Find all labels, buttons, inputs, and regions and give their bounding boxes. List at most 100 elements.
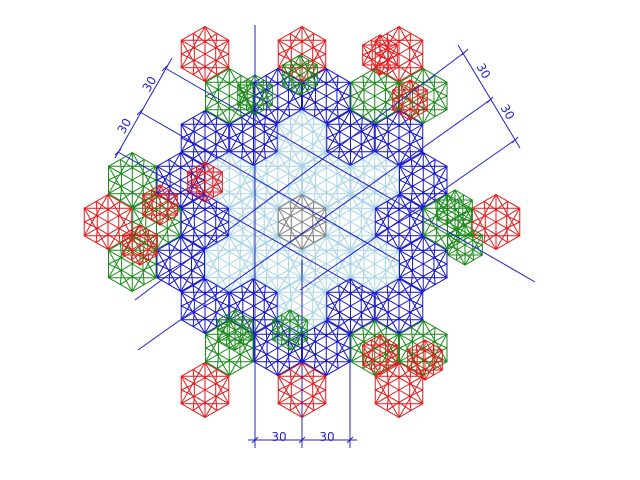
hex-star-a xyxy=(180,123,230,167)
hex-connector xyxy=(204,65,218,75)
hex-connector xyxy=(307,74,318,80)
hex-star-b xyxy=(281,53,319,86)
hex-connector xyxy=(166,221,181,229)
hex-connector xyxy=(180,275,193,285)
hex-connector xyxy=(433,257,448,265)
hex-star-a xyxy=(180,291,230,335)
hex-connector xyxy=(386,149,400,159)
hex-connector xyxy=(215,53,229,61)
hex-connector xyxy=(253,347,268,355)
hex-connector xyxy=(192,144,195,159)
hex-connector xyxy=(131,275,145,285)
hex-connector xyxy=(265,159,268,174)
hex-connector xyxy=(314,243,327,253)
hex-star-b xyxy=(374,193,424,237)
hex-connector xyxy=(215,312,218,327)
hex-connector xyxy=(142,270,145,285)
hex-connector xyxy=(302,263,316,271)
hex-connector xyxy=(386,396,389,411)
hex-connector xyxy=(387,339,390,351)
hex-connector xyxy=(464,229,474,237)
hex-connector xyxy=(287,243,291,258)
blue-hex-tile xyxy=(325,109,376,167)
hex-connector xyxy=(433,243,436,258)
hex-star-a xyxy=(301,81,351,125)
hex-connector xyxy=(167,204,178,210)
hex-connector xyxy=(371,363,381,371)
hex-connector xyxy=(289,33,303,43)
hex-connector xyxy=(472,249,475,261)
hex-connector xyxy=(409,137,423,145)
hex-connector xyxy=(120,191,133,201)
hex-connector xyxy=(289,285,303,295)
hex-connector xyxy=(241,201,254,211)
hex-connector xyxy=(350,149,363,159)
hex-connector xyxy=(156,201,169,211)
green-hex-tile xyxy=(350,67,400,125)
hex-connector xyxy=(118,221,132,229)
hex-star-b xyxy=(180,25,230,69)
hex-connector xyxy=(192,369,206,379)
hex-connector xyxy=(483,233,497,243)
hex-connector xyxy=(307,79,310,91)
hex-connector xyxy=(312,369,315,384)
hex-connector xyxy=(288,95,302,103)
hex-connector xyxy=(118,201,121,216)
hex-connector xyxy=(95,201,109,211)
hex-connector xyxy=(360,305,375,313)
hex-connector xyxy=(301,149,315,159)
hex-connector xyxy=(362,75,376,85)
hex-connector xyxy=(215,33,218,48)
hex-star-a xyxy=(121,234,159,266)
hex-connector xyxy=(84,215,98,223)
hex-connector xyxy=(291,59,301,67)
hex-connector xyxy=(435,201,438,216)
hex-connector xyxy=(483,228,486,243)
hex-connector xyxy=(375,221,389,229)
hex-connector xyxy=(409,33,412,48)
hex-connector xyxy=(312,215,326,223)
hex-connector xyxy=(338,228,341,243)
hex-connector xyxy=(205,341,219,349)
hex-connector xyxy=(313,270,317,285)
hex-connector xyxy=(289,285,292,300)
hex-connector xyxy=(272,329,283,335)
hex-star-b xyxy=(180,193,230,237)
hex-star-a xyxy=(391,89,429,122)
hex-connector xyxy=(422,159,436,169)
hex-connector xyxy=(379,363,389,371)
hex-connector xyxy=(338,149,351,159)
hex-connector xyxy=(312,131,326,139)
hex-connector xyxy=(313,354,317,369)
hex-connector xyxy=(336,354,339,369)
hex-connector xyxy=(446,194,456,202)
hex-connector xyxy=(192,369,195,384)
hex-connector xyxy=(265,107,279,117)
hex-connector xyxy=(370,359,373,371)
hex-star-b xyxy=(398,151,448,195)
hex-connector xyxy=(301,201,315,211)
hex-connector xyxy=(180,191,193,201)
hex-connector xyxy=(302,347,316,355)
hex-connector xyxy=(130,249,133,261)
hex-connector xyxy=(336,102,339,117)
hex-connector xyxy=(386,33,400,43)
hex-connector xyxy=(386,228,389,243)
hex-connector xyxy=(239,179,254,187)
hex-connector xyxy=(417,99,428,105)
hex-connector xyxy=(204,117,218,127)
hex-connector xyxy=(215,131,229,139)
hex-star-b xyxy=(156,151,206,195)
red-hex-tile xyxy=(406,338,444,382)
hex-connector xyxy=(204,190,214,198)
hex-connector xyxy=(291,83,301,91)
hex-connector xyxy=(167,209,170,221)
hex-connector xyxy=(278,299,292,307)
hex-connector xyxy=(263,215,278,223)
hex-star-a xyxy=(228,123,279,167)
hex-connector xyxy=(241,144,244,159)
hex-connector xyxy=(205,89,219,97)
hex-connector xyxy=(196,166,206,174)
hex-star-b xyxy=(228,109,279,153)
hex-connector xyxy=(216,75,220,90)
